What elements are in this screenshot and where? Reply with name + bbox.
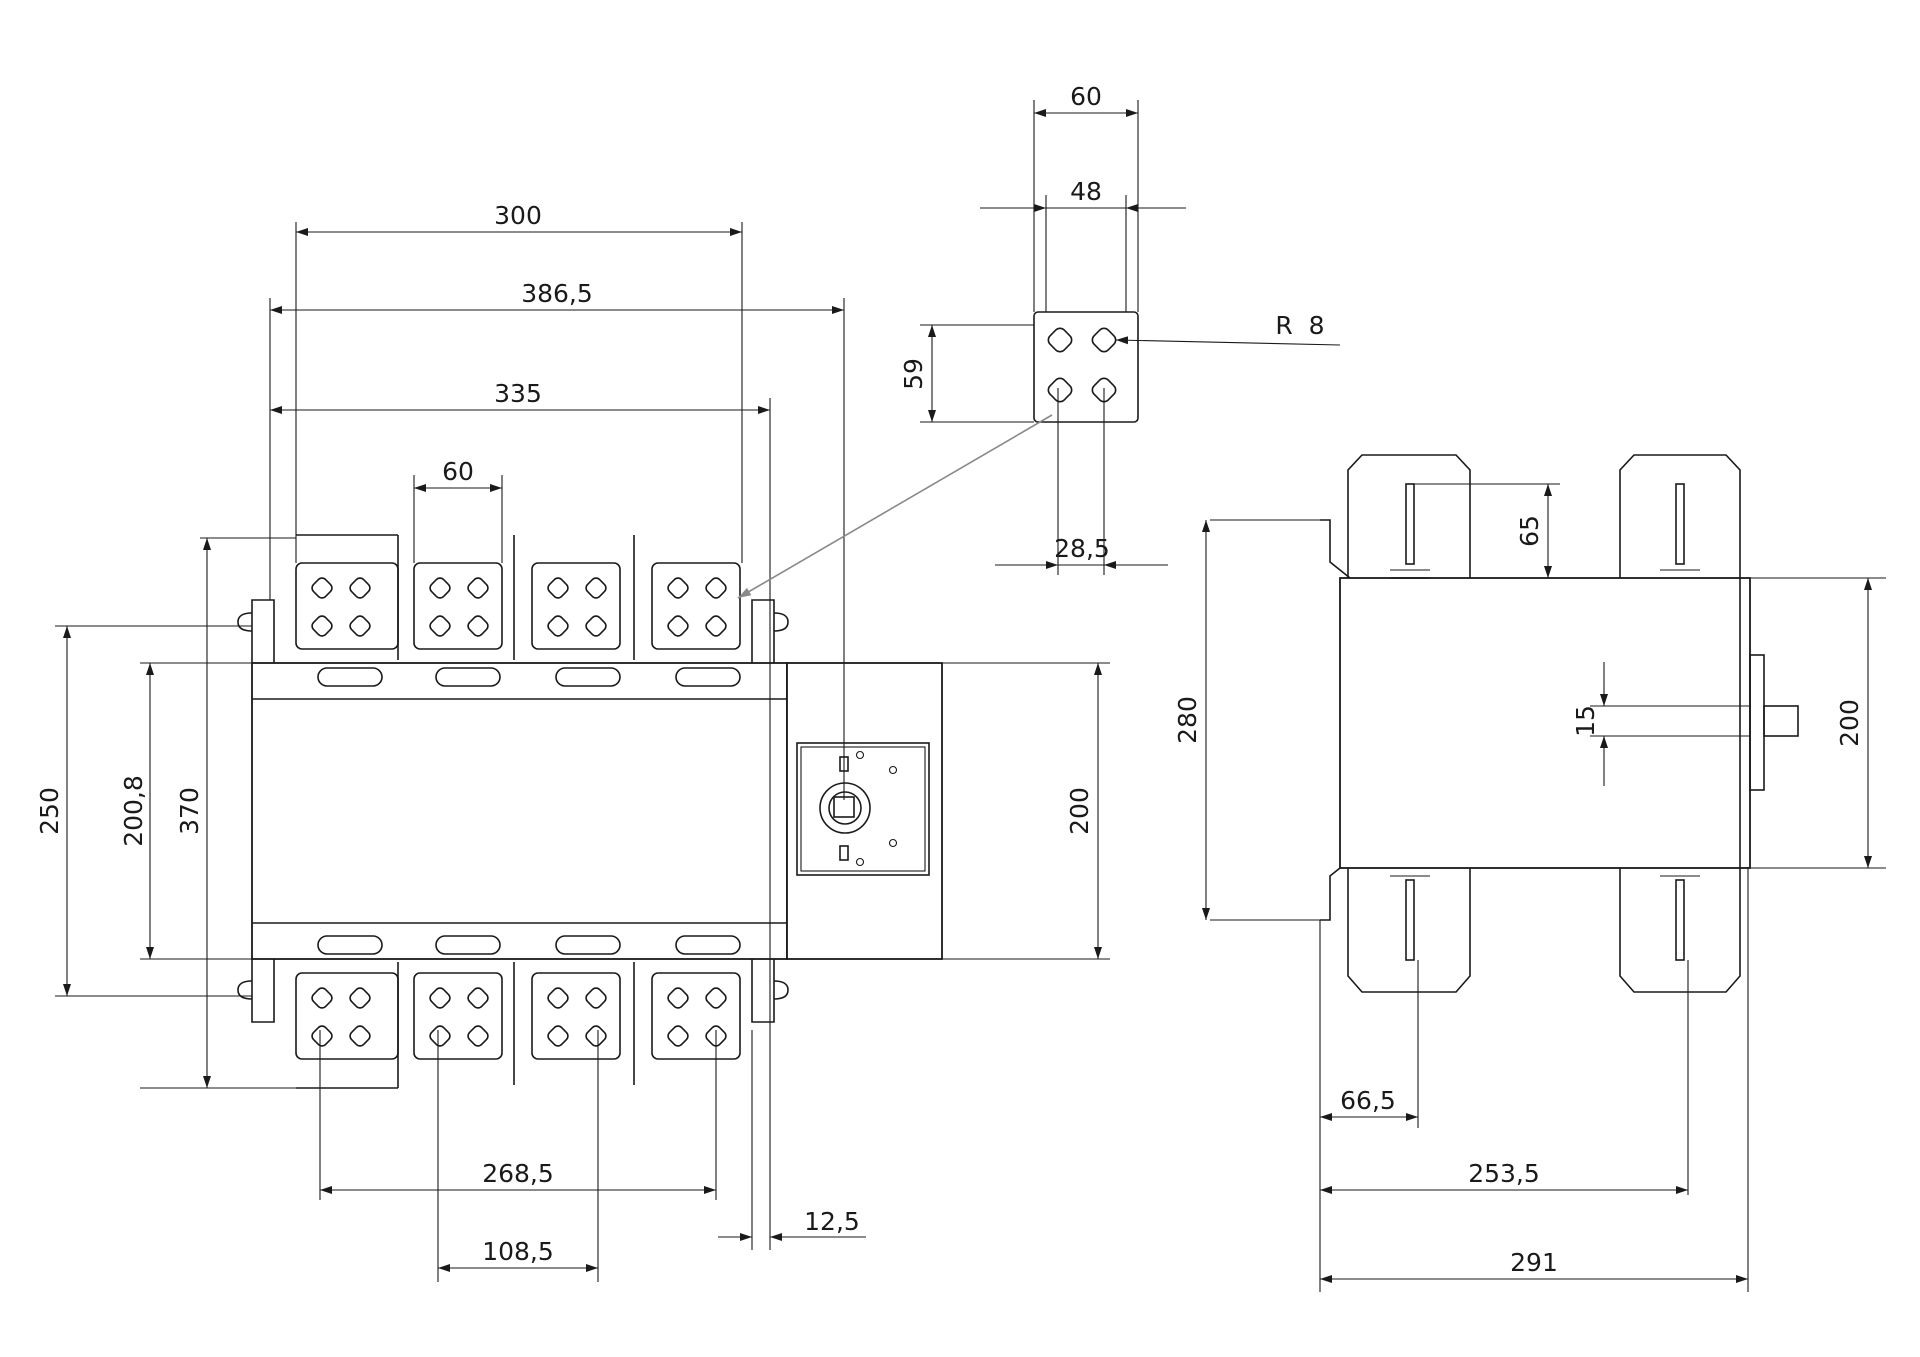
terminal-hole [467,615,489,637]
dim-front-108-5: 108,5 [482,1237,554,1266]
terminal-hole [1091,377,1117,403]
terminal-hole [349,615,371,637]
detail-holes [1047,327,1117,403]
terminal-hole [547,987,569,1009]
dim-front-12-5: 12,5 [804,1207,860,1236]
dim-front-370: 370 [175,787,204,835]
terminal-hole [705,1025,727,1047]
terminal-hole [705,615,727,637]
dim-side-291: 291 [1510,1248,1558,1277]
terminal-hole [547,577,569,599]
front-slots [317,667,741,955]
terminal-hole [429,615,451,637]
dim-detail-r8: R 8 [1275,311,1324,340]
mounting-ears [237,599,789,1023]
terminal-hole [667,615,689,637]
terminals-top [295,534,741,660]
terminal-hole [467,987,489,1009]
terminal-holes [311,577,727,1047]
side-body [1339,577,1751,869]
front-extension-lines [55,222,1110,1282]
dim-side-66-5: 66,5 [1340,1086,1396,1115]
terminal-hole [349,1025,371,1047]
terminal-hole [667,577,689,599]
dim-front-300: 300 [494,201,542,230]
terminal-hole [667,987,689,1009]
dim-detail-48: 48 [1070,177,1102,206]
operating-handle [786,662,943,960]
dim-front-268-5: 268,5 [482,1159,554,1188]
switch-body [251,662,788,960]
dim-front-386-5: 386,5 [521,279,593,308]
terminal-hole [585,987,607,1009]
terminal-hole [547,615,569,637]
terminal-hole [311,615,333,637]
dim-detail-28-5: 28,5 [1054,534,1110,563]
front-view: 300 386,5 335 60 250 200,8 370 200 268,5… [35,201,1110,1282]
terminal-hole [429,987,451,1009]
terminal-detail: 60 48 59 R 8 28,5 [737,82,1341,599]
front-dimension-lines [63,228,1102,1272]
terminal-hole [429,1025,451,1047]
detail-leader [737,414,1053,599]
terminal-hole [705,987,727,1009]
terminal-hole [1091,327,1117,353]
dim-detail-59: 59 [899,358,928,390]
terminal-hole [349,577,371,599]
dim-front-250: 250 [35,787,64,835]
terminal-hole [467,1025,489,1047]
terminal-hole [585,1025,607,1047]
dim-side-65: 65 [1515,515,1544,547]
terminal-hole [705,577,727,599]
dim-front-335: 335 [494,379,542,408]
terminal-hole [1047,377,1073,403]
terminal-hole [311,987,333,1009]
terminal-hole [349,987,371,1009]
terminal-hole [311,577,333,599]
terminal-hole [667,1025,689,1047]
terminals-bottom [295,962,741,1089]
terminal-hole [547,1025,569,1047]
dim-side-15: 15 [1571,705,1600,737]
terminal-hole [1047,327,1073,353]
dim-side-280: 280 [1173,696,1202,744]
dim-side-200: 200 [1835,699,1864,747]
terminal-hole [429,577,451,599]
dim-front-200: 200 [1065,787,1094,835]
terminal-hole [467,577,489,599]
terminal-hole [585,577,607,599]
dim-side-253-5: 253,5 [1468,1159,1540,1188]
dim-front-60: 60 [442,457,474,486]
dim-front-200-8: 200,8 [119,775,148,847]
dim-detail-60: 60 [1070,82,1102,111]
side-view: 65 280 15 200 66,5 253,5 291 [1173,454,1886,1292]
terminal-hole [585,615,607,637]
terminal-hole [311,1025,333,1047]
